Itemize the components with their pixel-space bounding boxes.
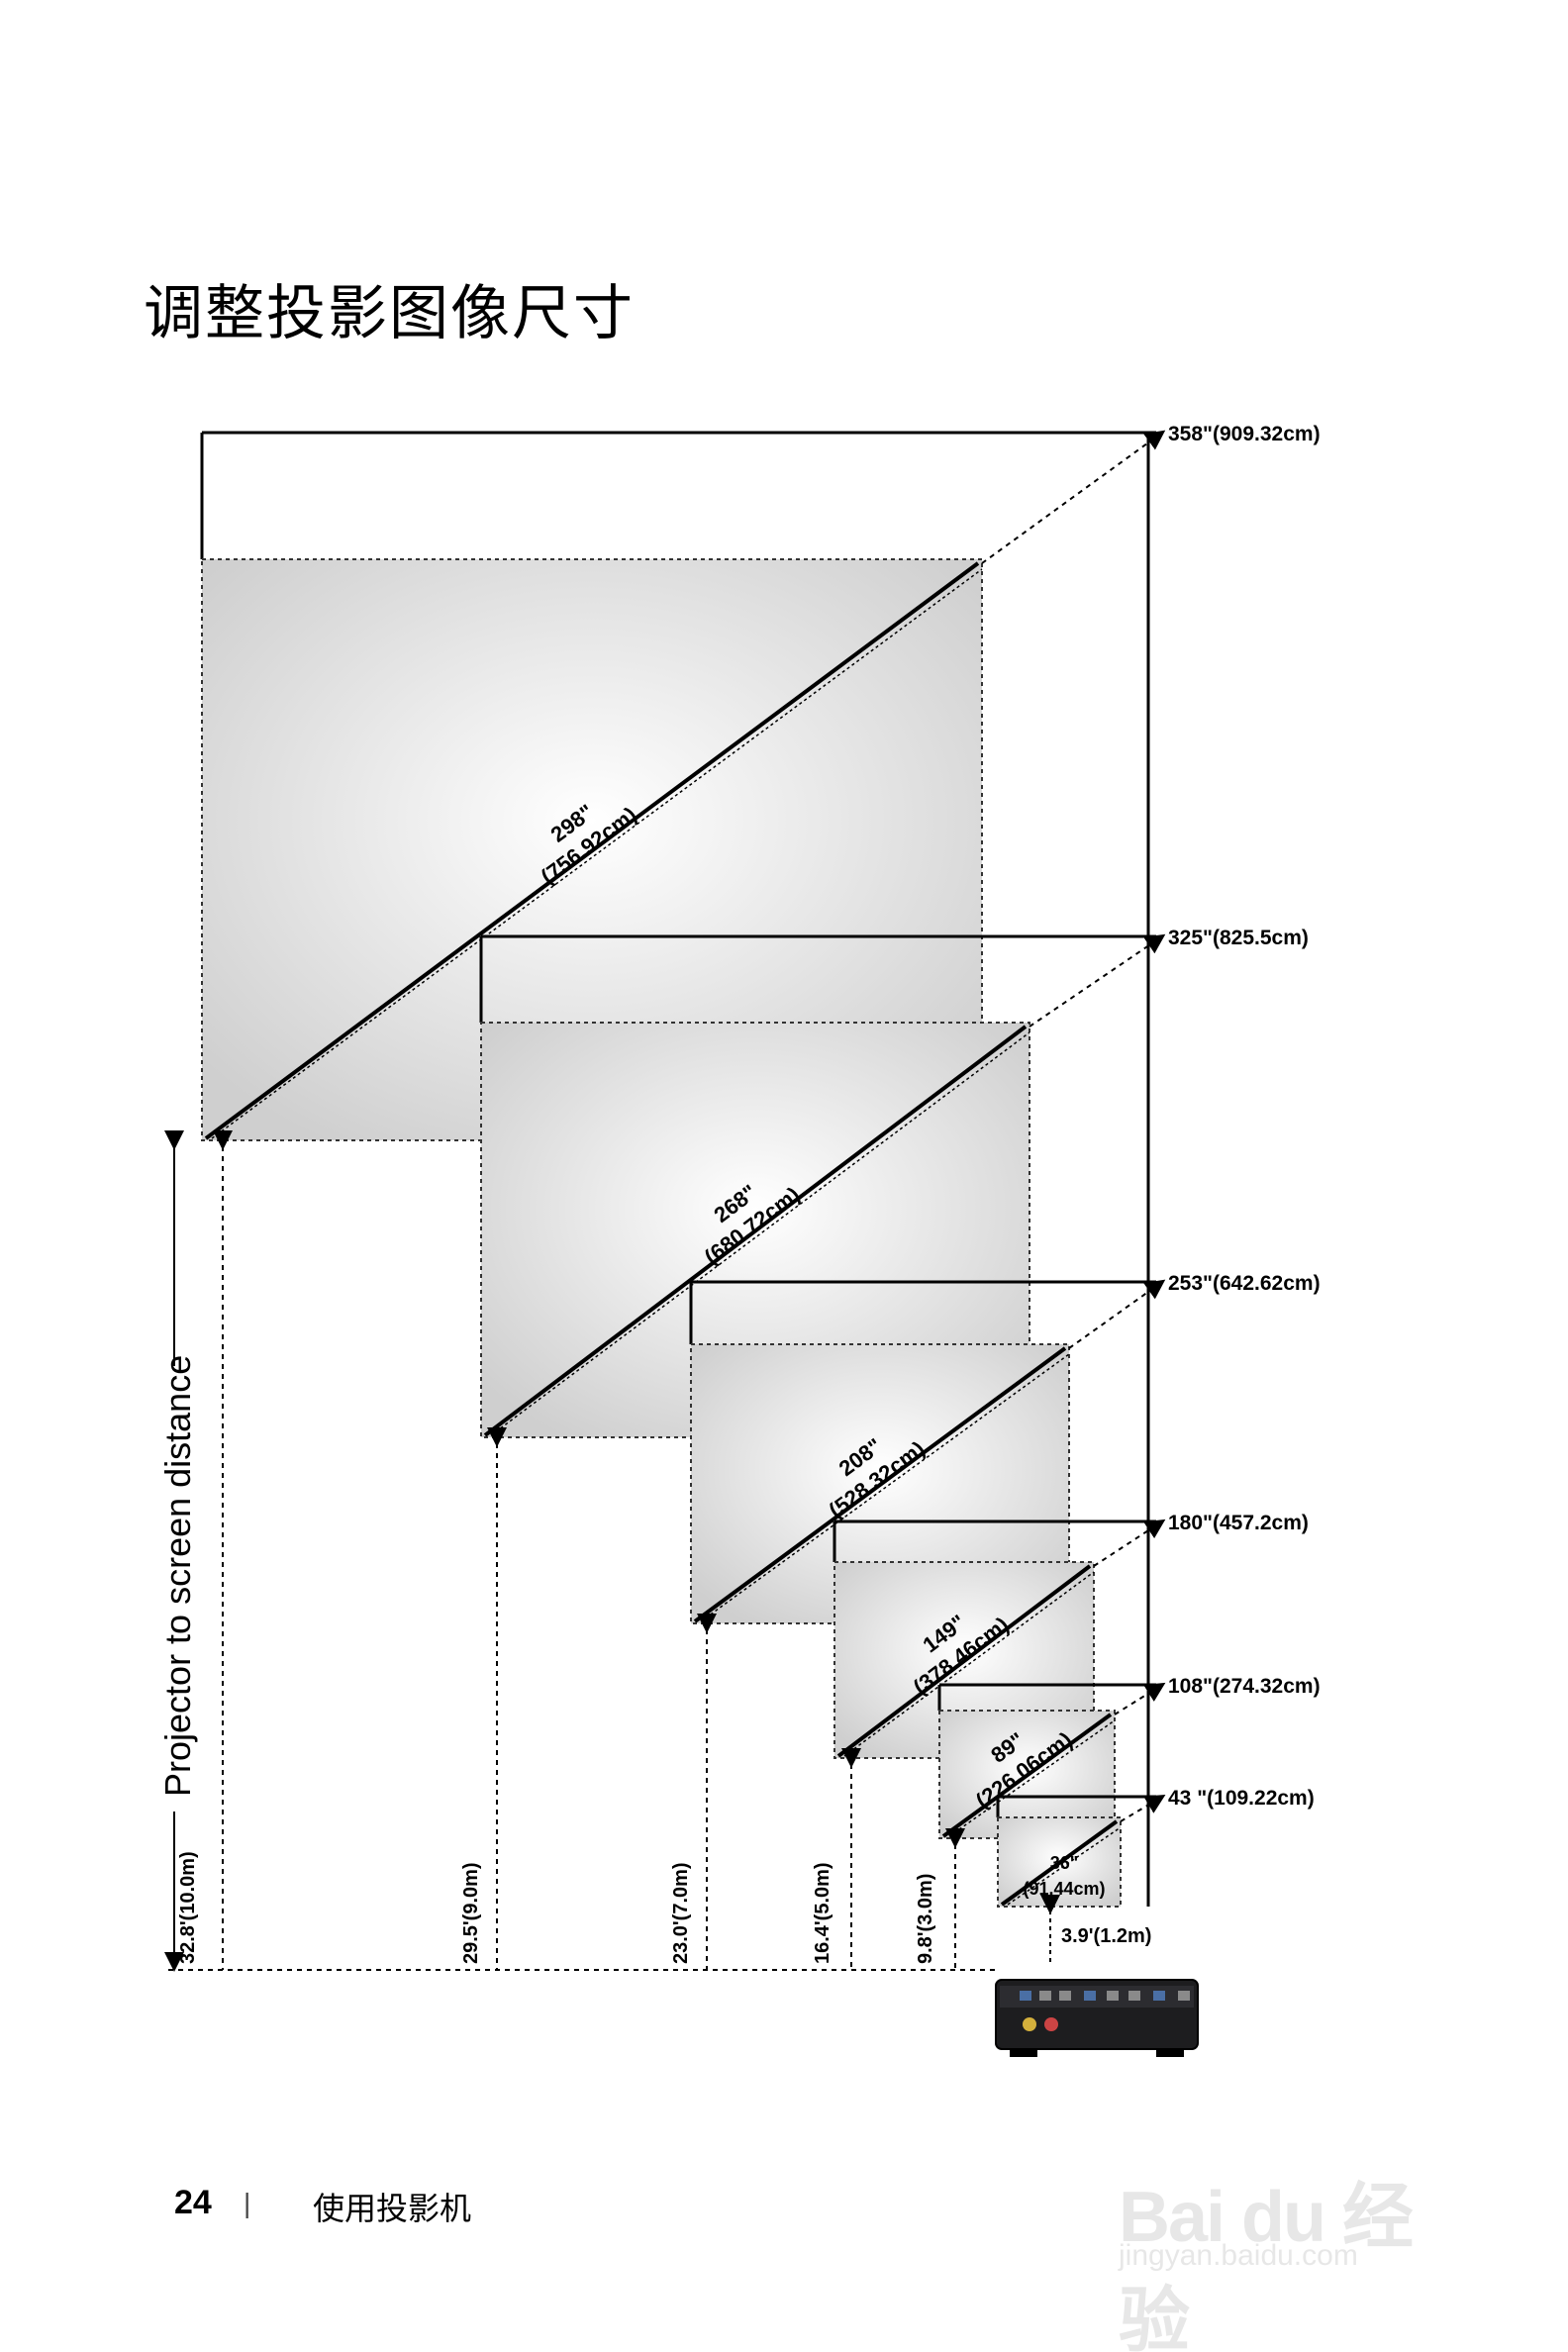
max-size-label: 253"(642.62cm) [1168,1272,1321,1295]
distance-label: 16.4'(5.0m) [812,1862,833,1964]
screen-diagonal-line [1000,1819,1119,1907]
screen-diagonal-line [483,1025,1028,1437]
watermark-url: jingyan.baidu.com [1119,2239,1358,2272]
max-size-label: 43 "(109.22cm) [1168,1787,1315,1810]
max-size-label: 358"(909.32cm) [1168,423,1321,445]
screen-diagonal-line [948,1719,1116,1837]
distance-label: 9.8'(3.0m) [915,1874,936,1964]
projector-port [1084,1991,1096,2001]
projector-port [1044,2017,1058,2031]
projector-port [1059,1991,1071,2001]
distance-label: 23.0'(7.0m) [670,1862,692,1964]
diagonal-inch-label: 36" [1050,1853,1079,1873]
watermark-brand: Bai du 经验 [1119,2178,1414,2352]
max-size-label: 180"(457.2cm) [1168,1512,1309,1534]
distance-label: 32.8'(10.0m) [177,1851,199,1964]
max-diagonal-line [981,430,1166,564]
projector-port [1178,1991,1190,2001]
max-diagonal-line [1093,1519,1166,1567]
projector-port [1107,1991,1119,2001]
footer-section: 使用投影机 [313,2190,472,2227]
screen-diagonal-line [211,568,983,1139]
distance-label: 3.9'(1.2m) [1061,1925,1151,1947]
projector-port [1153,1991,1165,2001]
screen-diagonal-line [693,1346,1067,1623]
max-size-label: 325"(825.5cm) [1168,927,1309,949]
distance-axis-label: Projector to screen distance [157,1355,198,1797]
projector-port [1020,1991,1031,2001]
screen-diagonal-line [941,1713,1113,1838]
screen-diagonal-line [490,1031,1030,1436]
projector-foot [1010,2049,1037,2057]
max-diagonal-line [1114,1682,1166,1715]
projector-port [1023,2017,1036,2031]
footer-separator: | [244,2188,251,2218]
screen-diagonal-line [843,1571,1095,1757]
screen-diagonal-line [836,1564,1092,1758]
max-size-label: 108"(274.32cm) [1168,1675,1321,1698]
screen-diagonal-line [204,561,980,1140]
max-diagonal-line [1029,933,1166,1028]
max-diagonal-line [1120,1794,1166,1822]
projector-port [1039,1991,1051,2001]
diagonal-cm-label: (91.44cm) [1023,1879,1105,1899]
page-number: 24 [174,2184,212,2221]
screen-diagonal-line [700,1353,1070,1622]
distance-label: 29.5'(9.0m) [460,1862,482,1964]
watermark: Bai du 经验 jingyan.baidu.com [1099,2118,1475,2352]
screen-diagonal-line [1007,1826,1122,1906]
projector-port [1128,1991,1140,2001]
projector-foot [1156,2049,1184,2057]
page-title: 调整投影图像尺寸 [144,279,635,348]
